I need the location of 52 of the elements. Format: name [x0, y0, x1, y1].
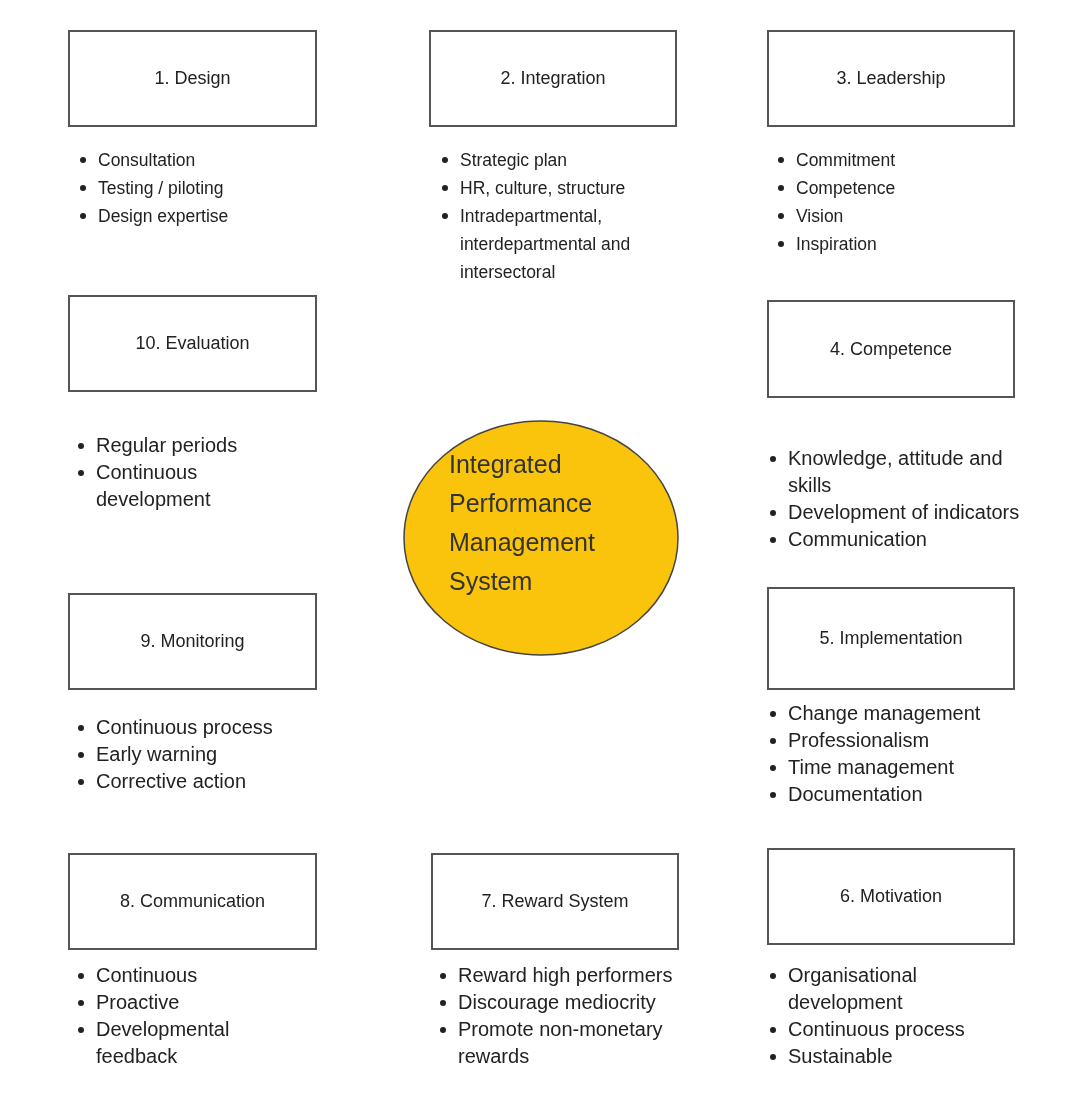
center-label: Integrated Performance Management System [449, 449, 596, 597]
box-title: 1. Design [154, 68, 231, 89]
bullet-item: Knowledge, attitude and skills [788, 446, 1004, 498]
bullet-item: Change management [788, 701, 981, 726]
category-box [767, 300, 1015, 398]
bullet-item: Promote non-monetary rewards [458, 1017, 664, 1069]
category-box [68, 295, 317, 392]
box-title: 5. Implementation [819, 628, 963, 649]
category-box [431, 853, 679, 950]
bullet-item: Continuous process [96, 715, 273, 740]
bullet-item: Commitment [796, 149, 896, 172]
bullet-item: Reward high performers [458, 963, 673, 988]
bullet-item: Communication [788, 527, 927, 552]
bullet-item: Vision [796, 205, 844, 228]
category-box [68, 593, 317, 690]
box-title: 6. Motivation [839, 886, 943, 907]
bullet-item: Time management [788, 755, 954, 780]
category-box [68, 853, 317, 950]
box-title: 9. Monitoring [140, 631, 245, 652]
box-title: 7. Reward System [481, 891, 629, 912]
bullet-item: Corrective action [96, 769, 247, 794]
bullet-item: Sustainable [788, 1044, 893, 1069]
category-box [429, 30, 677, 127]
bullet-item: Continuous development [96, 460, 212, 512]
bullet-item: Early warning [96, 742, 218, 767]
category-box [767, 848, 1015, 945]
bullet-item: Inspiration [796, 233, 877, 256]
bullet-item: Strategic plan [460, 149, 567, 172]
category-box [68, 30, 317, 127]
bullet-item: Proactive [96, 990, 180, 1015]
category-box [767, 30, 1015, 127]
box-title: 2. Integration [500, 68, 606, 89]
bullet-item: Organisational development [788, 963, 918, 1015]
bullet-item: Professionalism [788, 728, 930, 753]
category-box [767, 587, 1015, 690]
bullet-item: Discourage mediocrity [458, 990, 656, 1015]
bullet-item: Testing / piloting [98, 177, 224, 200]
bullet-item: Developmental feedback [96, 1017, 231, 1069]
bullet-item: Continuous [96, 963, 198, 988]
bullet-item: Intradepartmental, interdepartmental and intersectoral [460, 205, 632, 284]
bullet-item: HR, culture, structure [460, 177, 626, 200]
bullet-item: Competence [796, 177, 896, 200]
box-title: 10. Evaluation [135, 333, 250, 354]
bullet-item: Documentation [788, 782, 923, 807]
bullet-item: Consultation [98, 149, 196, 172]
box-title: 4. Competence [829, 338, 953, 360]
bullet-item: Design expertise [98, 205, 229, 228]
bullet-item: Continuous process [788, 1017, 965, 1042]
box-title: 3. Leadership [836, 68, 946, 89]
bullet-item: Development of indicators [788, 500, 1020, 525]
bullet-item: Regular periods [96, 433, 238, 458]
box-title: 8. Communication [119, 891, 266, 912]
